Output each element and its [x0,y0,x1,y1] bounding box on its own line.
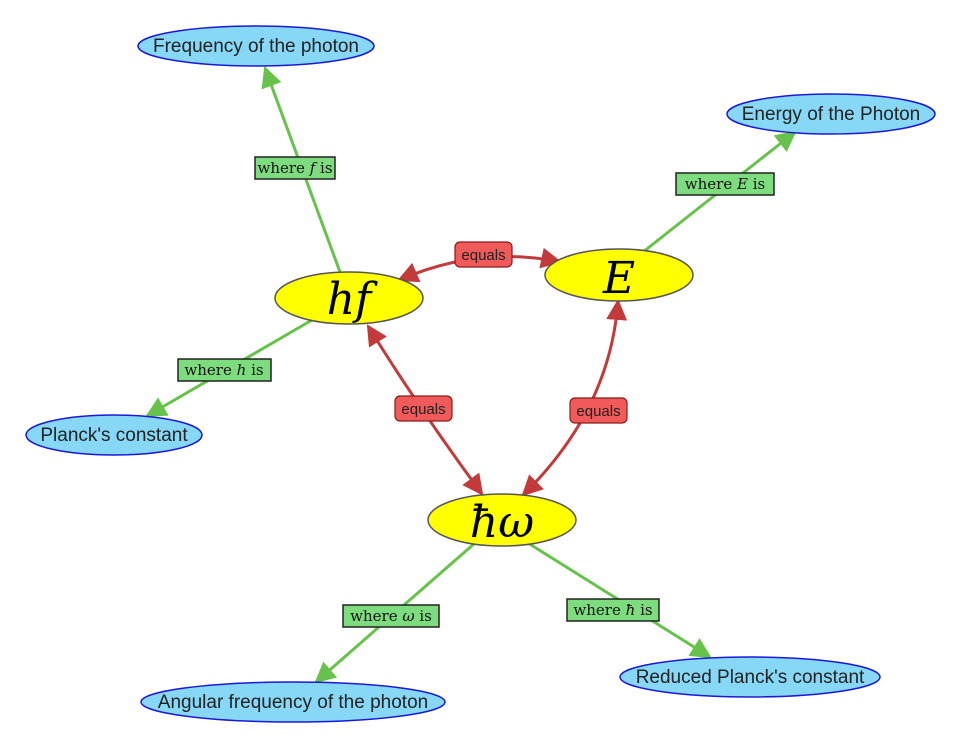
equals-label-hf-E: equals [454,241,513,268]
node-frequency-of-photon: Frequency of the photon [137,25,375,67]
where-f-label: where f is [254,156,336,180]
where-hbar-label: where ħ is [566,598,660,622]
svg-text:Energy of the Photon: Energy of the Photon [742,104,921,125]
node-angular-frequency: Angular frequency of the photon [140,681,446,723]
equals-label-E-hw: equals [569,397,628,424]
node-E: E [544,248,694,304]
node-energy-of-photon: Energy of the Photon [726,93,936,135]
node-plancks-constant: Planck's constant [25,414,203,456]
svg-text:equals: equals [576,403,620,420]
svg-text:Planck's constant: Planck's constant [40,425,188,446]
node-reduced-plancks-constant: Reduced Planck's constant [619,656,881,698]
svg-text:equals: equals [461,247,505,264]
svg-text:where E is: where E is [685,175,765,193]
svg-text:Angular frequency of the photo: Angular frequency of the photon [158,692,428,713]
svg-text:ħω: ħω [470,497,534,548]
svg-text:E: E [602,253,635,304]
svg-text:where ω is: where ω is [350,607,432,625]
svg-text:Reduced Planck's constant: Reduced Planck's constant [636,667,865,688]
equals-label-hf-hw: equals [394,395,453,422]
svg-text:where ħ is: where ħ is [573,601,652,619]
node-hf: hf [274,271,424,325]
where-h-label: where h is [177,358,272,382]
svg-text:hf: hf [327,274,378,325]
where-omega-label: where ω is [342,604,440,628]
where-E-label: where E is [675,172,775,196]
svg-text:Frequency of the photon: Frequency of the photon [153,36,359,57]
svg-text:where f is: where f is [257,159,332,177]
node-hbar-omega: ħω [427,493,577,548]
svg-text:where h is: where h is [184,361,263,379]
svg-text:equals: equals [401,401,445,418]
